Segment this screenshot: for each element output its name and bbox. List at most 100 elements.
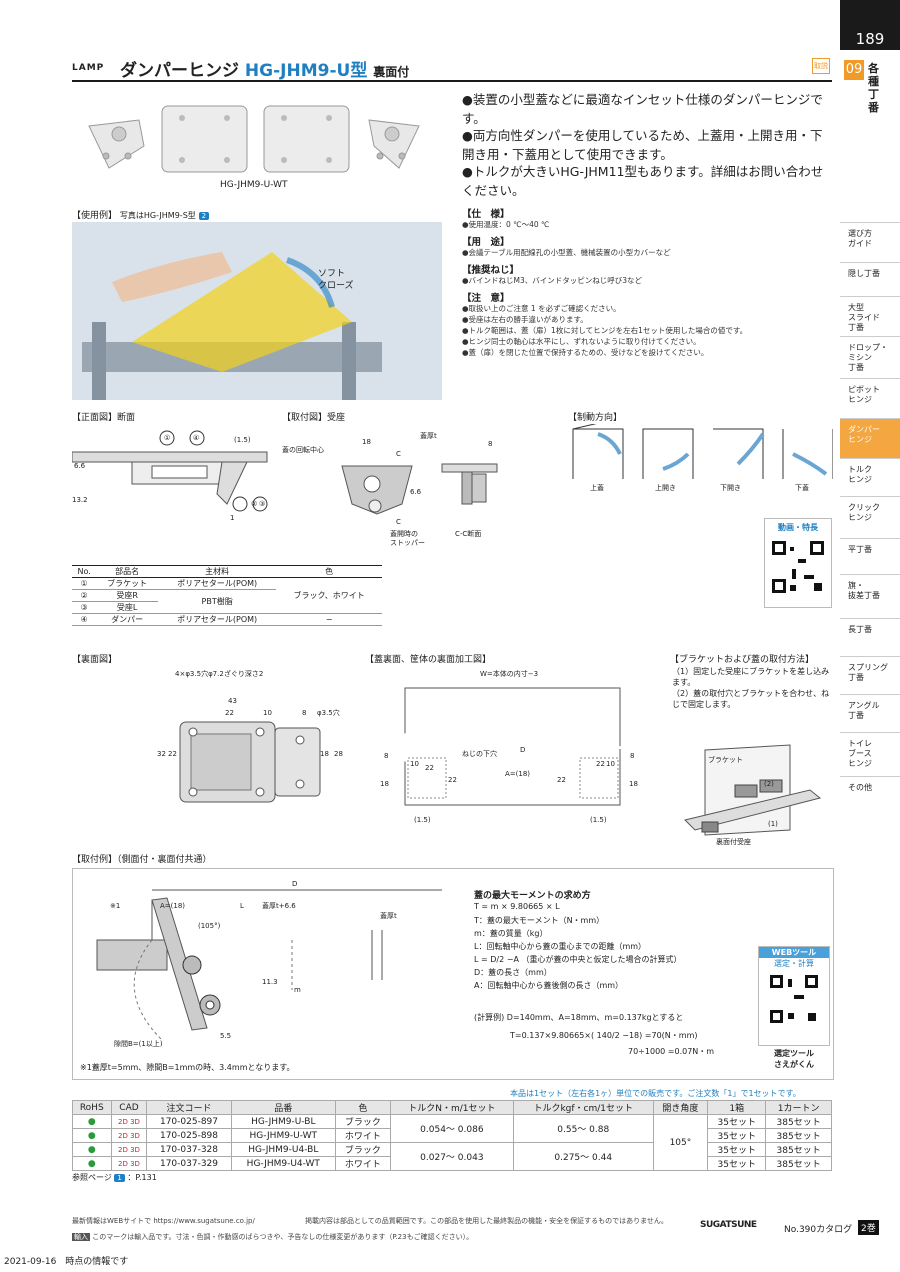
import-badge: 輸入 bbox=[72, 1233, 90, 1241]
back-view-drawing bbox=[179, 721, 321, 803]
dimension-label: 5.5 bbox=[220, 1032, 232, 1040]
dimension-label: 隙間B=(1以上) bbox=[114, 1040, 163, 1048]
sidebar-item[interactable]: アングル 丁番 bbox=[840, 694, 900, 732]
header-rule bbox=[72, 80, 832, 82]
spec-text: ●取扱い上のご注意 1 を必ずご確認ください。 bbox=[462, 304, 621, 313]
web-tool-sub: 選定・計算 bbox=[774, 959, 814, 968]
cad-badge: 2D 3D bbox=[110, 1114, 148, 1129]
dimension-label: ② bbox=[251, 500, 258, 508]
usage-note: 写真はHG-JHM9-S型 bbox=[119, 211, 196, 220]
qr-video-title: 動画・特長 bbox=[778, 523, 818, 532]
bracket-label: 【ブラケットおよび蓋の取付方法】 bbox=[670, 655, 815, 665]
footer-web[interactable]: 最新情報はWEBサイトで https://www.sugatsune.co.jp… bbox=[72, 1217, 255, 1225]
table-row: ② 受座R PBT樹脂 bbox=[72, 589, 382, 614]
moment-line: m：蓋の質量（kg） bbox=[474, 929, 548, 938]
chapter-number: 09 bbox=[844, 60, 864, 80]
cad-badge: 2D 3D bbox=[110, 1142, 148, 1157]
parts-header: 部品名 bbox=[96, 565, 159, 578]
sidebar-item[interactable]: ダンパー ヒンジ bbox=[840, 418, 900, 458]
dimension-label: 蓋厚t+6.6 bbox=[262, 902, 296, 910]
dimension-label: ④ bbox=[193, 434, 200, 442]
product-header: 注文コード bbox=[146, 1100, 232, 1115]
sidebar-item[interactable]: 選び方 ガイド bbox=[840, 222, 900, 262]
sidebar-item[interactable]: ドロップ・ ミシン 丁番 bbox=[840, 336, 900, 378]
footer-import-text: このマークは輸入品です。寸法・色調・作動感のばらつきや、予告なしの仕様変更があり… bbox=[92, 1233, 474, 1241]
product-photo bbox=[88, 105, 420, 173]
feature-item: ●両方向性ダンパーを使用しているため、上蓋用・上開き用・下開き用・下蓋用として使… bbox=[462, 128, 823, 162]
qr-video-box[interactable]: 動画・特長 bbox=[764, 518, 832, 608]
web-tool-box[interactable]: WEBツール 選定・計算 bbox=[758, 946, 830, 1046]
sidebar-item[interactable]: 平丁番 bbox=[840, 538, 900, 574]
calc-line: 70÷1000 =0.07N・m bbox=[628, 1047, 715, 1056]
sidebar-item[interactable]: クリック ヒンジ bbox=[840, 496, 900, 538]
dimension-label: 6.6 bbox=[410, 488, 422, 496]
product-header: 色 bbox=[335, 1100, 391, 1115]
feature-item: ●トルクが大きいHG-JHM11型もあります。詳細はお問い合わせください。 bbox=[462, 164, 824, 198]
dimension-label: (1.5) bbox=[234, 436, 251, 444]
spec-text: ●使用温度：0 ℃～40 ℃ bbox=[462, 220, 550, 229]
dimension-label: 蓋厚t bbox=[380, 912, 397, 920]
sidebar-item[interactable]: トイレ ブース ヒンジ bbox=[840, 732, 900, 776]
hinge-bracket-left bbox=[88, 119, 145, 169]
order-code: 170-025-898 bbox=[146, 1128, 232, 1143]
usage-label: 【使用例】 写真はHG-JHM9-S型 2 bbox=[72, 208, 210, 221]
sidebar-item[interactable]: トルク ヒンジ bbox=[840, 458, 900, 496]
dimension-label: ③ bbox=[259, 500, 266, 508]
dimension-label: 32 bbox=[157, 750, 166, 758]
dimension-label: 18 bbox=[362, 438, 371, 446]
sidebar-item[interactable]: 旗・ 抜差丁番 bbox=[840, 574, 900, 618]
spec-text: ●トルク範囲は、蓋（扉）1枚に対してヒンジを左右1セット使用した場合の値です。 bbox=[462, 326, 748, 335]
dimension-label: 10 bbox=[606, 760, 615, 768]
part-material: PBT樹脂 bbox=[158, 589, 277, 614]
bracket-step: （2）蓋の取付穴とブラケットを合わせ、ねじで固定します。 bbox=[672, 689, 830, 709]
sidebar-item[interactable]: 長丁番 bbox=[840, 618, 900, 656]
dimension-label: 10 bbox=[263, 709, 272, 717]
sidebar-item[interactable]: 大型 スライド 丁番 bbox=[840, 296, 900, 336]
product-header: 開き角度 bbox=[652, 1100, 709, 1115]
moment-line: L = D/2 −A （重心が蓋の中央と仮定した場合の計算式） bbox=[474, 955, 682, 964]
sidebar-item[interactable]: ピボット ヒンジ bbox=[840, 378, 900, 418]
manual-badge[interactable]: 取説 bbox=[812, 58, 830, 74]
rohs-mark: ● bbox=[72, 1114, 112, 1129]
order-code: 170-037-328 bbox=[146, 1142, 232, 1157]
dimension-label: 8 bbox=[488, 440, 493, 448]
sidebar-item[interactable]: スプリング 丁番 bbox=[840, 656, 900, 694]
ref-target[interactable]: ：P.131 bbox=[127, 1173, 157, 1182]
ref-badge[interactable]: 1 bbox=[114, 1174, 125, 1182]
front-view-label: 【正面図】断面 bbox=[72, 413, 136, 423]
sale-note: 本品は1セット（左右各1ヶ）単位での販売です。ご注文数「1」で1セットです。 bbox=[510, 1089, 801, 1098]
torque-n: 0.027～ 0.043 bbox=[389, 1142, 514, 1171]
part-material: ポリアセタール(POM) bbox=[158, 613, 277, 626]
feature-item: ●装置の小型蓋などに最適なインセット仕様のダンパーヒンジです。 bbox=[462, 92, 823, 126]
hinge-base-1 bbox=[161, 105, 248, 173]
part-number: HG-JHM9-U4-WT bbox=[230, 1156, 337, 1171]
part-color: − bbox=[276, 613, 382, 626]
dimension-label: (105°) bbox=[198, 922, 221, 930]
sidebar-item[interactable]: その他 bbox=[840, 776, 900, 806]
calc-line: T=0.137×9.80665×( 140/2 −18) =70(N・mm) bbox=[510, 1031, 698, 1040]
carton-qty: 385セット bbox=[765, 1114, 832, 1129]
qr-code-icon bbox=[770, 539, 826, 595]
product-header: トルクkgf・cm/1セット bbox=[512, 1100, 654, 1115]
dimension-label: 8 bbox=[302, 709, 307, 717]
example-drawing bbox=[96, 889, 442, 1041]
order-code: 170-037-329 bbox=[146, 1156, 232, 1171]
dimension-label: A=(18) bbox=[160, 902, 186, 910]
carton-qty: 385セット bbox=[765, 1156, 832, 1171]
part-color: ブラック、ホワイト bbox=[276, 577, 382, 614]
direction-label: 【制動方向】 bbox=[568, 413, 623, 423]
part-name: ダンパー bbox=[96, 613, 159, 626]
product-header: 1カートン bbox=[765, 1100, 832, 1115]
color-cell: ホワイト bbox=[335, 1156, 391, 1171]
product-header: CAD bbox=[110, 1100, 148, 1115]
parts-header: 主材料 bbox=[158, 565, 277, 578]
dimension-label: 28 bbox=[334, 750, 343, 758]
color-cell: ブラック bbox=[335, 1142, 391, 1157]
sidebar-item[interactable]: 隠し丁番 bbox=[840, 262, 900, 296]
dimension-label: 8 bbox=[630, 752, 635, 760]
dimension-label: 蓋の回転中心 bbox=[282, 446, 324, 454]
spec-heading: 【用 途】 bbox=[462, 237, 510, 248]
part-no: ③ bbox=[72, 601, 97, 614]
product-header: 品番 bbox=[230, 1100, 337, 1115]
